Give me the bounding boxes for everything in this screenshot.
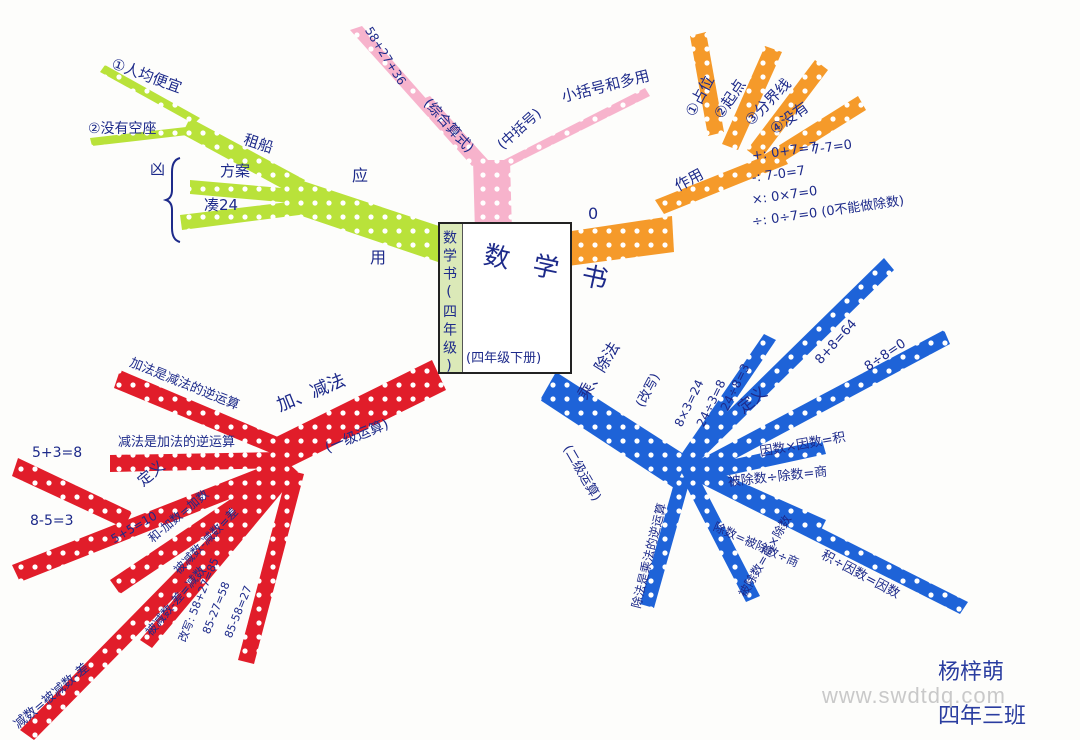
red-tape-eq1 (12, 458, 132, 528)
green-tape-leaf2 (90, 126, 196, 146)
blue-tape-group (540, 258, 968, 614)
red-tape-long1 (20, 460, 298, 740)
red-tape-long4 (140, 470, 294, 648)
red-tape-long2 (238, 470, 304, 664)
red-trunk-tape (270, 360, 446, 470)
pink-tape-right (500, 88, 650, 166)
red-eq-1: 5+3=8 (32, 445, 83, 461)
blue-trunk-tape (540, 372, 690, 488)
red-leaf-2: 减法是加法的逆运算 (118, 435, 236, 450)
pink-tape-group (350, 26, 650, 232)
red-tape-long3 (110, 466, 290, 594)
red-tape-group (12, 360, 446, 740)
green-label-plan: 方案 (220, 162, 251, 180)
red-eq-2: 8-5=3 (30, 513, 74, 529)
orange-tape-leaf2 (722, 46, 782, 150)
pink-trunk-tape (473, 160, 512, 232)
orange-tape-leaf3 (747, 60, 828, 160)
watermark: www.swdtdq.com (822, 683, 1006, 708)
green-tape-leaf1 (100, 65, 200, 124)
green-label-24: 凑24 (204, 196, 239, 214)
blue-tape-up2 (680, 330, 950, 484)
pink-tape-left (350, 26, 482, 166)
red-tape-sub (110, 452, 282, 472)
red-tape-eq2 (12, 460, 288, 582)
green-root-label-2: 用 (370, 248, 387, 267)
central-strip-text: 数学书(四年级) (441, 230, 457, 378)
green-root-label: 应 (352, 166, 369, 185)
blue-tape-up3 (676, 334, 776, 470)
green-tape-plan (190, 180, 305, 204)
red-tape-add (114, 370, 285, 456)
central-grade-label: (四年级下册) (466, 351, 542, 366)
green-brace-mark: 凶 (150, 160, 166, 178)
author-name: 杨梓萌 (938, 660, 1005, 685)
blue-tape-up1 (676, 258, 894, 474)
orange-root-label: 0 (588, 204, 599, 223)
pink-tape-mid (420, 96, 488, 164)
orange-tape-effect (655, 150, 788, 214)
green-leaf-2: ②没有空座 (88, 121, 157, 137)
green-brace (162, 157, 181, 243)
central-topic-box: 数学书(四年级) 数学书 (四年级下册) (438, 222, 634, 378)
green-tape-24 (180, 200, 307, 230)
blue-tape-down4 (690, 466, 968, 614)
central-side-strip: 数学书(四年级) (440, 224, 463, 378)
blue-tape-down2 (682, 472, 760, 602)
orange-tape-group (565, 32, 866, 266)
green-trunk-tape (290, 180, 445, 262)
orange-tape-leaf4 (762, 96, 866, 170)
green-tape-rent (182, 118, 305, 196)
green-tape-group (90, 65, 445, 262)
blue-tape-down1 (640, 476, 690, 608)
orange-trunk-tape (565, 216, 674, 266)
orange-tape-leaf1 (690, 32, 724, 136)
author-class: 四年三班 (938, 704, 1027, 729)
